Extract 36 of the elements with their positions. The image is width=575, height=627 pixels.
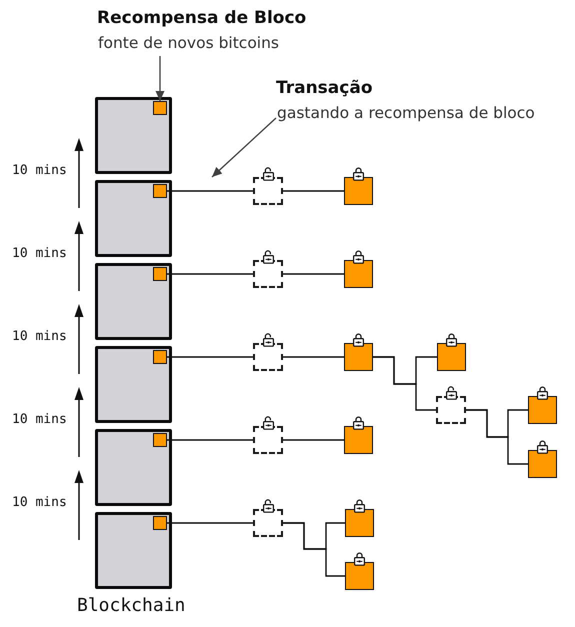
connector-line [373,356,436,411]
blockchain-block [95,97,172,174]
output-square [153,433,167,447]
leader-arrow [212,118,276,178]
heading-text: Recompensa de Bloco [97,7,308,30]
connector-line [466,409,528,465]
blockchain-block [95,512,172,589]
interval-label: 10 mins [12,329,67,345]
connector-line [167,190,253,192]
chain-label: Blockchain [77,595,186,617]
connector-line [167,356,253,358]
heading-text: Transação [276,77,374,100]
blockchain-block [95,346,172,423]
output-square [153,516,167,530]
caption-text: fonte de novos bitcoins [98,33,280,54]
connector-line [283,439,344,441]
output-square [153,267,167,281]
caption-text: gastando a recompensa de bloco [277,103,536,124]
interval-label: 10 mins [12,163,67,179]
connector-line [283,522,345,577]
connector-line [283,273,344,275]
connector-line [167,439,253,441]
output-square [153,184,167,198]
blockchain-block [95,263,172,340]
interval-label: 10 mins [12,246,67,262]
output-square [153,101,167,115]
interval-label: 10 mins [12,495,67,511]
connector-line [167,273,253,275]
blockchain-block [95,180,172,257]
connector-line [283,356,344,358]
blockchain-block [95,429,172,506]
connector-line [283,190,344,192]
output-square [153,350,167,364]
connector-line [167,522,253,524]
interval-label: 10 mins [12,412,67,428]
leader-arrow [156,56,164,101]
